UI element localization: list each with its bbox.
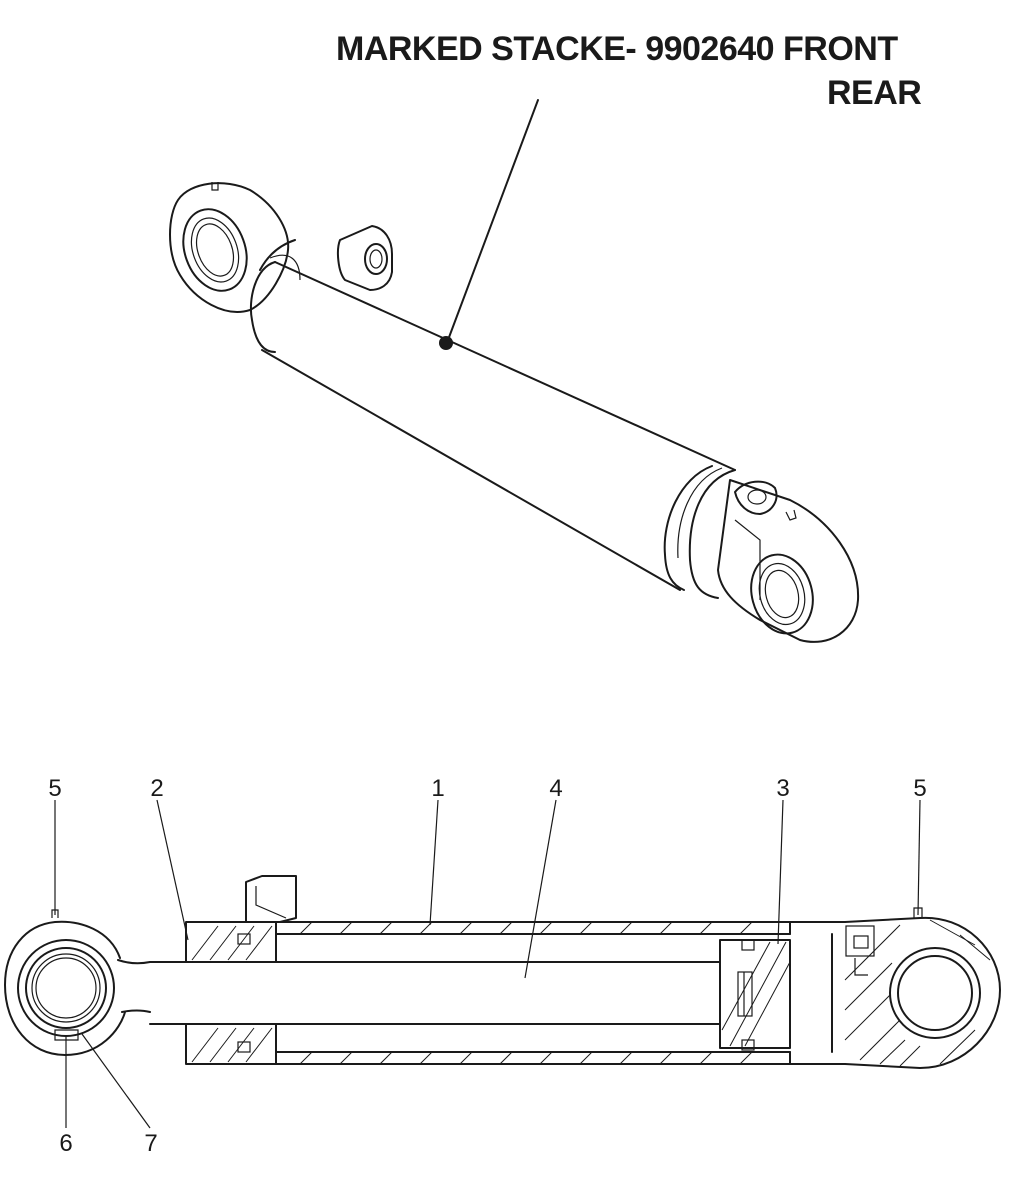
- front-port-fitting: [336, 225, 393, 291]
- marking-location-dot: [439, 336, 453, 350]
- callout-5-left: 5: [48, 775, 62, 802]
- callout-6: 6: [59, 1130, 73, 1157]
- callout-4: 4: [549, 775, 563, 802]
- front-rod-eye: [169, 182, 296, 313]
- cross-section: [4, 799, 1001, 1129]
- callout-1: 1: [431, 775, 445, 802]
- marking-label-continued: REAR: [827, 74, 922, 112]
- leader-7: [81, 1033, 151, 1129]
- callout-3: 3: [776, 775, 790, 802]
- callout-2: 2: [150, 775, 164, 802]
- leader-1: [429, 799, 439, 926]
- leader-4: [524, 799, 557, 979]
- leader-5-right: [917, 799, 921, 916]
- rear-clevis: [717, 479, 860, 643]
- marking-leader-line: [447, 99, 539, 341]
- leader-2: [156, 799, 189, 941]
- leader-3: [777, 799, 784, 945]
- rod-eye-body: [4, 920, 126, 1056]
- callout-7: 7: [144, 1130, 158, 1157]
- marking-label: MARKED STACKE- 9902640 FRONT: [336, 30, 898, 68]
- barrel: [249, 254, 736, 599]
- callout-5-right: 5: [913, 775, 927, 802]
